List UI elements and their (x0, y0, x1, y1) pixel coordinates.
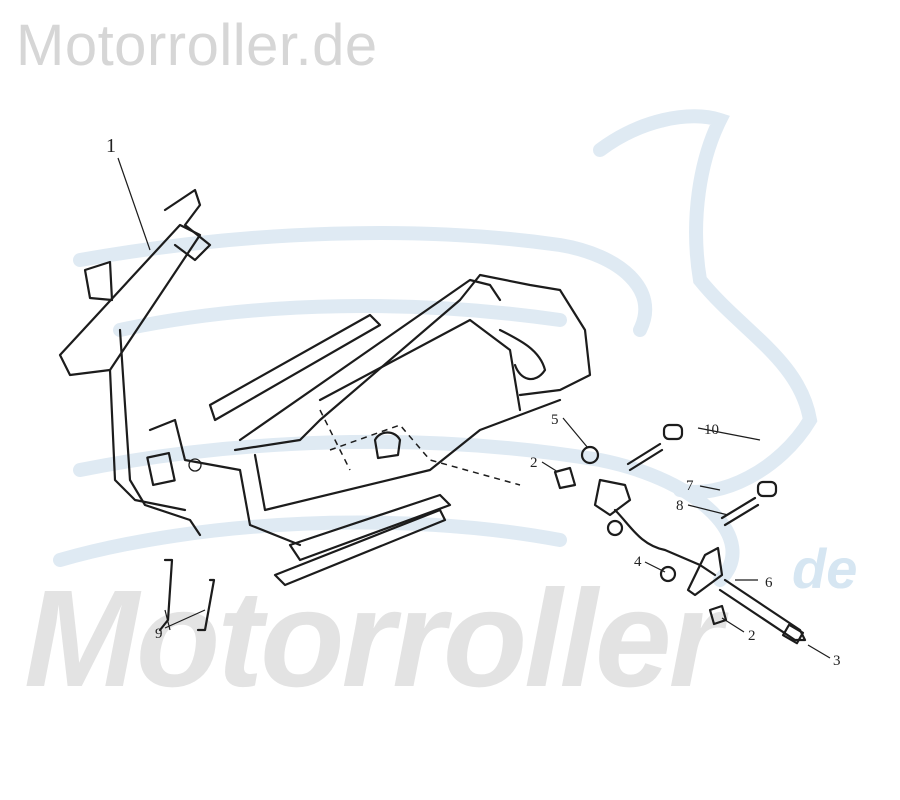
label-cable: 9 (155, 626, 163, 642)
site-title: Motorroller.de (16, 13, 378, 78)
watermark-text: Motorroller (24, 562, 722, 716)
label-frame: 1 (106, 135, 116, 157)
label-spring-lower: 8 (676, 498, 684, 514)
label-rubber-stop: 10 (704, 422, 719, 438)
main-frame (58, 188, 592, 587)
label-collar: 5 (551, 412, 559, 428)
label-nut: 4 (634, 554, 642, 570)
leader-lines (117, 157, 831, 659)
label-stand-bracket: 6 (765, 575, 773, 591)
label-spring-upper: 7 (686, 478, 694, 494)
watermark-suffix: de (792, 537, 858, 600)
label-long-bolt: 3 (833, 653, 841, 669)
label-bolt-upper: 2 (530, 455, 538, 471)
label-bolt-lower: 2 (748, 628, 756, 644)
